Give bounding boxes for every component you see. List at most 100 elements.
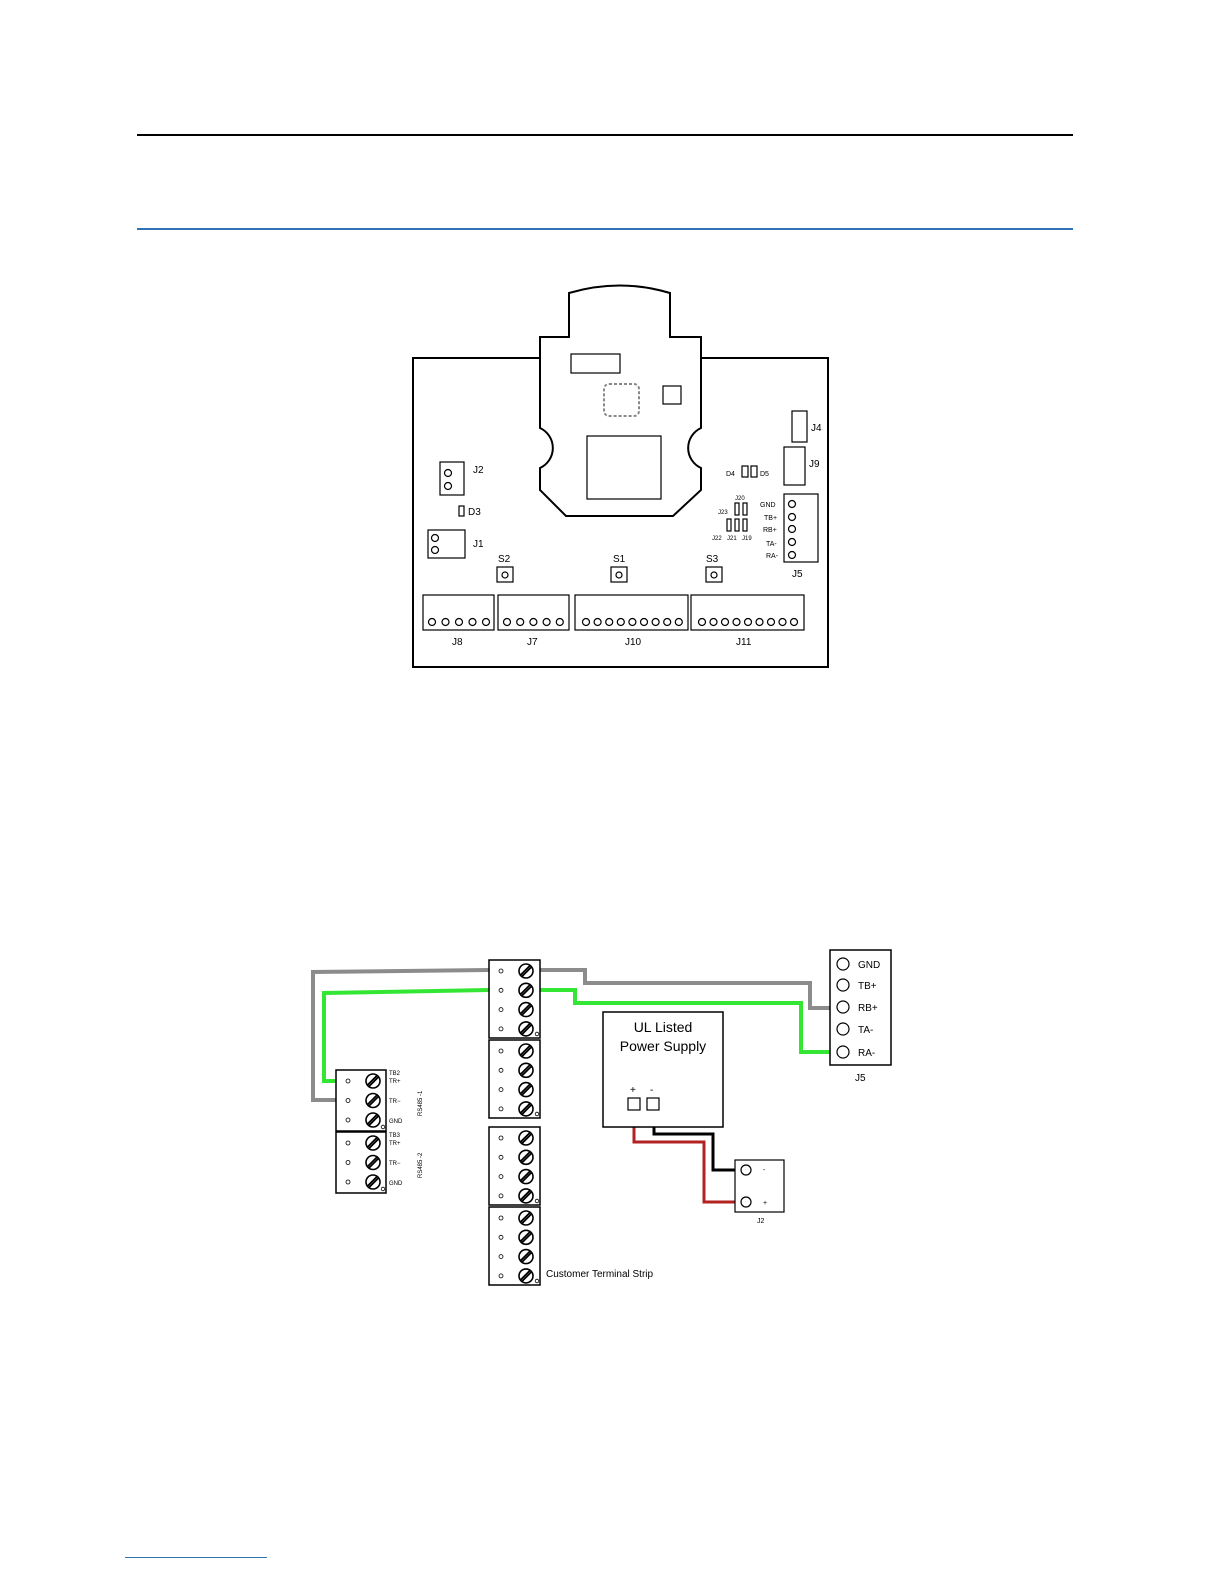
j5-pin <box>789 514 796 521</box>
d4-led <box>742 466 748 477</box>
j21-label: J21 <box>727 536 737 542</box>
j4-connector <box>792 411 807 442</box>
connector-pin <box>606 619 613 626</box>
pcb-layout-diagram: J2 D3 J1 J4 J9 D4 D5 J20 J23 J22 J21 J19… <box>0 0 1224 700</box>
screw-terminal-screw <box>519 1063 533 1077</box>
wire-entry <box>499 1027 503 1031</box>
connector-pin <box>504 619 511 626</box>
d3-led <box>459 506 464 516</box>
screw-slot <box>368 1115 377 1124</box>
j2-block-label: J2 <box>757 1218 765 1225</box>
screw-slot <box>522 967 531 976</box>
j2-terminal-pin <box>741 1165 751 1175</box>
screw-terminal-screw <box>519 1102 533 1116</box>
block-marker <box>535 1112 539 1116</box>
power-supply-plus-label: + <box>630 1085 636 1096</box>
wire-entry <box>499 1155 503 1159</box>
screw-slot <box>522 1272 531 1281</box>
block-marker <box>535 1279 539 1283</box>
j5-pin-label: TB+ <box>764 515 777 522</box>
j1-pin <box>432 547 439 554</box>
j5-terminal-pin <box>837 979 849 991</box>
connector-pin <box>543 619 550 626</box>
block-marker <box>381 1187 385 1191</box>
terminal-block <box>489 1127 540 1205</box>
j8-label: J8 <box>452 637 463 648</box>
wire-entry <box>499 1008 503 1012</box>
module-square-chip <box>663 386 681 404</box>
tb3-pin-label: TR+ <box>389 1141 401 1147</box>
screw-slot <box>522 1086 531 1095</box>
module-small-chip <box>604 384 639 416</box>
wire-entry <box>499 1107 503 1111</box>
j9-connector <box>784 447 805 485</box>
connector-pin <box>652 619 659 626</box>
j2-plus-label: + <box>763 1200 767 1207</box>
connector-pin <box>756 619 763 626</box>
screw-slot <box>368 1157 377 1166</box>
j2-minus-label: - <box>763 1167 766 1174</box>
j10-label: J10 <box>625 637 642 648</box>
rs485-terminal-blocks <box>336 1070 386 1193</box>
j5-pin-label: TA- <box>766 541 777 548</box>
screw-terminal-screw <box>366 1175 380 1189</box>
rs485-terminal-block <box>336 1070 386 1131</box>
screw-slot <box>522 1192 531 1201</box>
screw-slot <box>522 986 531 995</box>
screw-terminal-screw <box>519 1250 533 1264</box>
wire-entry <box>499 1136 503 1140</box>
screw-slot <box>369 1116 378 1125</box>
screw-slot <box>521 1213 530 1222</box>
tb2-title: TB2 <box>389 1071 401 1077</box>
connector-pin <box>483 619 490 626</box>
j5-terminal-label: TB+ <box>858 981 877 992</box>
screw-terminal-screw <box>519 1003 533 1017</box>
screw-slot <box>521 1046 530 1055</box>
connector-pin <box>594 619 601 626</box>
screw-terminal-screw <box>519 1083 533 1097</box>
wire-entry <box>499 1068 503 1072</box>
j2-terminal-pin <box>741 1197 751 1207</box>
power-supply-box <box>603 1012 723 1127</box>
footnote-rule <box>125 1557 267 1558</box>
j5-terminal-label: GND <box>858 960 880 971</box>
screw-slot <box>522 1134 531 1143</box>
screw-slot <box>522 1214 531 1223</box>
s3-label: S3 <box>706 554 719 565</box>
terminal-block <box>489 960 540 1038</box>
connector-pin <box>710 619 717 626</box>
j2-pin <box>445 483 452 490</box>
tb2-pin-label: GND <box>389 1119 403 1125</box>
screw-slot <box>521 985 530 994</box>
wire-entry <box>346 1118 350 1122</box>
power-supply-plus-terminal <box>628 1098 640 1110</box>
screw-slot <box>522 1066 531 1075</box>
screw-slot <box>522 1025 531 1034</box>
j5-terminal-block <box>830 950 891 1065</box>
connector-pin <box>733 619 740 626</box>
screw-slot <box>521 1004 530 1013</box>
screw-terminal-screw <box>519 1150 533 1164</box>
screw-terminal-screw <box>519 1230 533 1244</box>
j5-terminal-pin <box>837 1001 849 1013</box>
screw-slot <box>368 1095 377 1104</box>
wire-entry <box>499 1049 503 1053</box>
s2-switch-button <box>502 572 508 578</box>
d3-label: D3 <box>468 507 481 518</box>
wire-entry <box>346 1180 350 1184</box>
screw-slot <box>369 1077 378 1086</box>
screw-terminal-screw <box>366 1113 380 1127</box>
screw-slot <box>522 1153 531 1162</box>
j11-label: J11 <box>736 637 752 648</box>
j5-pin <box>789 552 796 559</box>
screw-slot <box>369 1139 378 1148</box>
d5-label: D5 <box>760 471 769 478</box>
j5-pin-label: RA- <box>766 553 779 560</box>
tb2-pin-label: TR− <box>389 1099 401 1105</box>
screw-terminal-screw <box>519 1044 533 1058</box>
j9-label: J9 <box>809 459 820 470</box>
j23-label: J23 <box>718 510 728 516</box>
screw-slot <box>521 1271 530 1280</box>
screw-slot <box>521 1191 530 1200</box>
customer-terminal-strip <box>489 960 540 1285</box>
